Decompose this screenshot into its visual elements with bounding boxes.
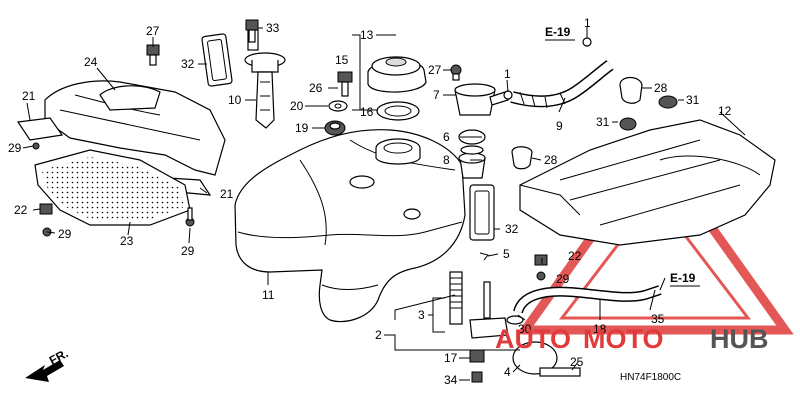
callout-4: 4 (504, 365, 511, 379)
callout-numbers: 1 1 2 3 4 5 6 7 8 9 10 11 12 13 15 16 17… (8, 16, 732, 387)
callout-11: 11 (262, 288, 275, 302)
clip-22-right (534, 254, 548, 266)
breather-hose (389, 6, 494, 81)
callout-28: 28 (654, 81, 668, 95)
callout-25: 25 (570, 355, 584, 369)
bolt-33 (245, 19, 259, 43)
clip-28-top (619, 76, 643, 104)
callout-29: 29 (58, 227, 72, 241)
front-arrow-icon (25, 360, 64, 382)
front-label: FR. (47, 346, 71, 367)
leader-lines (22, 27, 746, 381)
svg-text:HUB: HUB (710, 324, 769, 354)
grommet-31-b (619, 117, 637, 131)
callout-23: 23 (120, 234, 134, 248)
callout-29: 29 (556, 272, 570, 286)
callout-30: 30 (518, 322, 532, 336)
fuel-cap (367, 56, 427, 93)
callout-8: 8 (443, 153, 450, 167)
callout-9: 9 (556, 119, 563, 133)
callout-7: 7 (433, 88, 440, 102)
vent-hose (510, 60, 614, 109)
grommet-19 (324, 120, 346, 136)
valve-body (458, 145, 486, 179)
fuel-tank (234, 129, 466, 323)
callout-35: 35 (651, 312, 665, 326)
callout-26: 26 (309, 81, 323, 95)
callout-31: 31 (686, 93, 700, 107)
callout-27: 27 (146, 24, 160, 38)
callout-31: 31 (596, 115, 610, 129)
shield-24 (44, 80, 226, 176)
svg-text:E-19: E-19 (545, 25, 571, 39)
diagram-code: HN74F1800C (620, 372, 681, 383)
callout-22: 22 (14, 203, 28, 217)
fuel-hose-18 (513, 285, 662, 314)
callout-10: 10 (228, 93, 242, 107)
heat-shield-12 (519, 119, 776, 246)
callout-32: 32 (505, 222, 519, 236)
callout-29: 29 (181, 244, 195, 258)
svg-text:E-19: E-19 (670, 271, 696, 285)
ref-e19-right: E-19 (670, 271, 700, 287)
callout-12: 12 (718, 104, 732, 118)
callout-22: 22 (568, 249, 582, 263)
callout-16: 16 (360, 105, 374, 119)
callout-19: 19 (295, 121, 309, 135)
watermark-text: AUTO MOTO HUB (495, 324, 769, 354)
callout-1: 1 (584, 16, 591, 30)
grommet-31-a (658, 95, 678, 109)
bolt-29-right (536, 271, 546, 281)
callout-5: 5 (503, 247, 510, 261)
callout-27: 27 (428, 63, 442, 77)
gasket-32-right (469, 184, 495, 241)
callout-21: 21 (220, 187, 234, 201)
petcock-assembly (449, 252, 581, 383)
callout-6: 6 (443, 130, 450, 144)
callout-32: 32 (181, 57, 195, 71)
washer-20 (328, 100, 348, 112)
callout-15: 15 (335, 53, 349, 67)
svg-text:MOTO: MOTO (583, 324, 664, 354)
bolt-27-left (146, 44, 160, 66)
bolt-27-mid (450, 64, 462, 81)
valve (454, 83, 509, 116)
callout-20: 20 (290, 99, 304, 113)
callout-33: 33 (266, 21, 280, 35)
callout-18: 18 (593, 322, 607, 336)
callout-17: 17 (444, 351, 458, 365)
callout-28: 28 (544, 153, 558, 167)
bolt-29-top (32, 142, 40, 150)
callout-13: 13 (360, 28, 374, 42)
plate-23 (34, 149, 191, 226)
ref-e19-top: E-19 (545, 25, 575, 41)
svg-text:AUTO: AUTO (495, 324, 571, 354)
callout-3: 3 (418, 308, 425, 322)
callout-34: 34 (444, 373, 458, 387)
clip-28-mid (511, 146, 533, 170)
callout-24: 24 (84, 55, 98, 69)
callout-21: 21 (22, 89, 36, 103)
clip-22-left (39, 203, 53, 215)
gasket-32-top (201, 33, 233, 87)
callout-1: 1 (504, 67, 511, 81)
bracket-21-left (16, 117, 64, 141)
cap-gasket (376, 101, 420, 121)
callout-29: 29 (8, 141, 22, 155)
fuel-sender (244, 29, 286, 129)
bolt-26 (337, 71, 353, 97)
callout-2: 2 (375, 328, 382, 342)
bolt-29-mid (185, 207, 195, 227)
